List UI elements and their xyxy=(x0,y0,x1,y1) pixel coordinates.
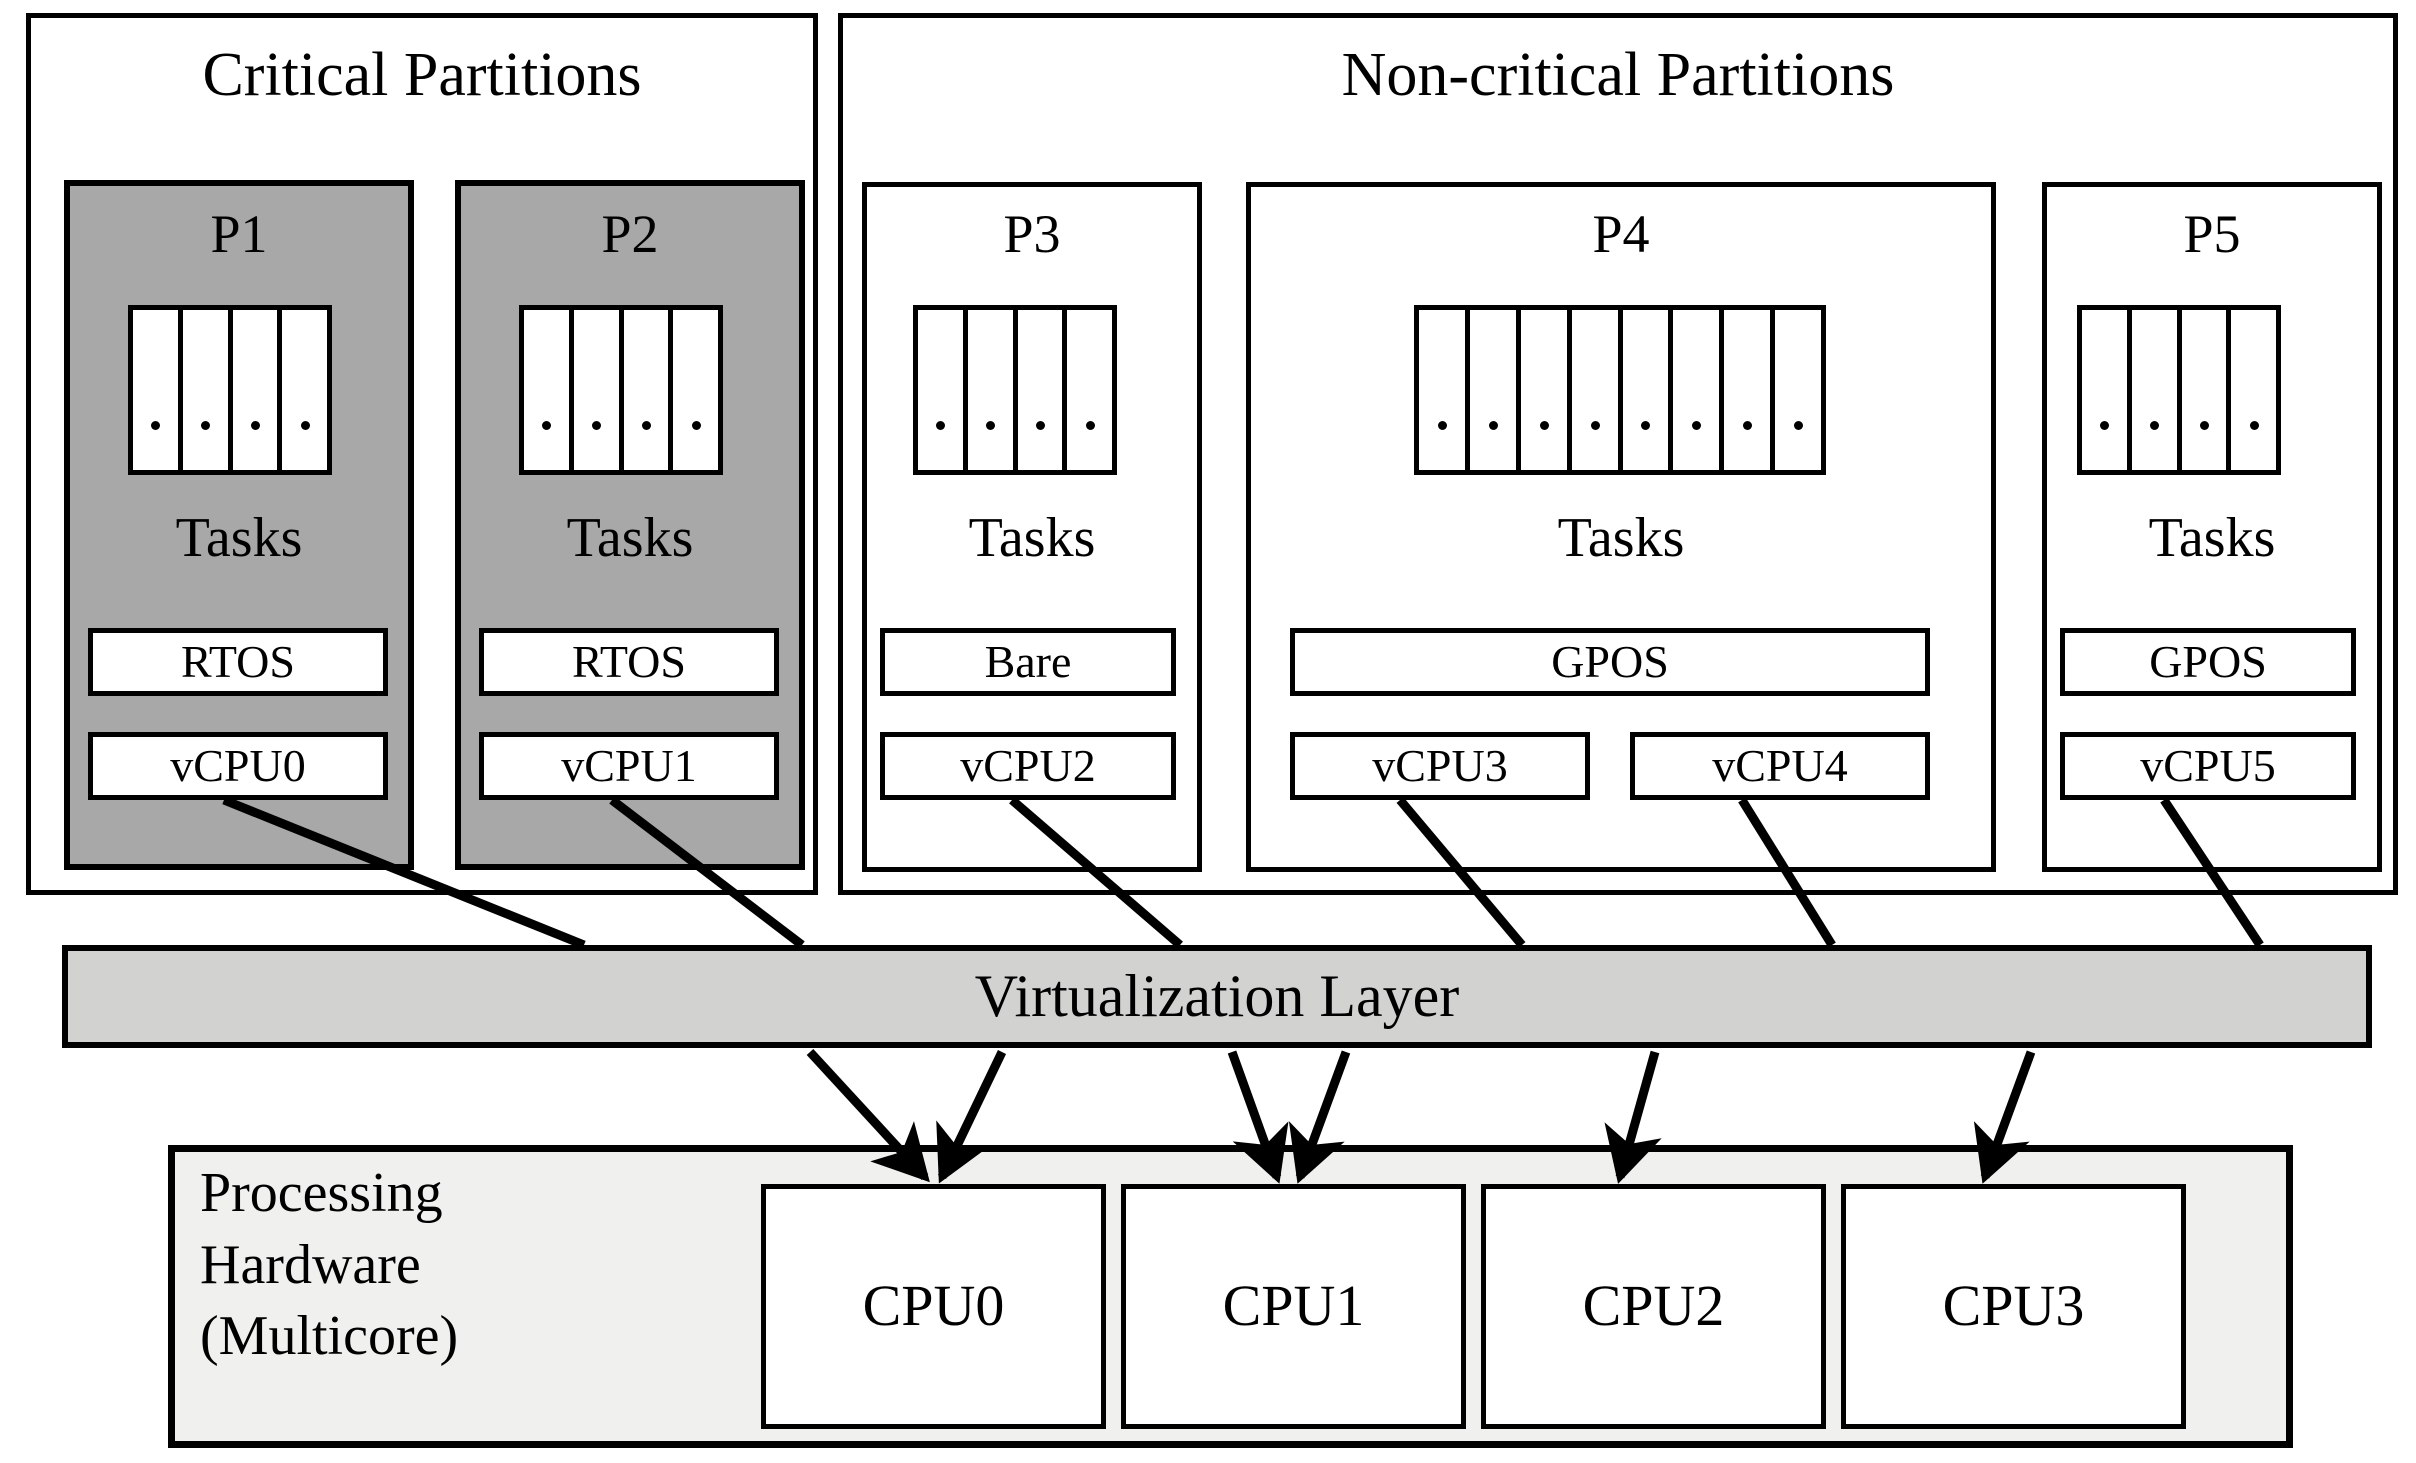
task-cell xyxy=(133,310,183,470)
partition-p2-tasks-label: Tasks xyxy=(566,506,694,569)
task-cell xyxy=(1571,310,1623,470)
task-cell xyxy=(967,310,1018,470)
partition-p4-tasks-label: Tasks xyxy=(1557,506,1685,569)
task-dot-icon xyxy=(1488,421,1498,431)
task-cell xyxy=(573,310,624,470)
partition-p2-os-label: RTOS xyxy=(572,635,686,687)
cpu2-box xyxy=(1481,1184,1826,1429)
task-cell xyxy=(1017,310,1068,470)
task-dot-icon xyxy=(1692,421,1702,431)
partition-p4-os-box xyxy=(1290,628,1930,696)
task-cell xyxy=(182,310,233,470)
task-dot-icon xyxy=(1035,421,1045,431)
cpu2-label: CPU2 xyxy=(1582,1273,1725,1339)
partition-p1-os-label: RTOS xyxy=(181,635,295,687)
task-dot-icon xyxy=(300,421,310,431)
task-cell xyxy=(1724,310,1776,470)
virtualization-layer-label: Virtualization Layer xyxy=(974,963,1460,1029)
noncritical-partitions-title: Non-critical Partitions xyxy=(1341,41,1895,110)
partition-p3-os-box xyxy=(880,628,1176,696)
partition-p1-os-box xyxy=(88,628,388,696)
cpu1-label: CPU1 xyxy=(1222,1273,1365,1339)
partition-p4-vcpu3-label: vCPU3 xyxy=(1372,739,1508,791)
critical-partitions-title: Critical Partitions xyxy=(202,41,642,110)
task-dot-icon xyxy=(201,421,211,431)
partition-p4-vcpu4-box xyxy=(1630,732,1930,800)
virtualization-layer xyxy=(62,945,2372,1048)
partition-p5-task-strip xyxy=(2077,305,2281,475)
partition-p4-vcpu4-label: vCPU4 xyxy=(1712,739,1848,791)
partition-p2-os-box xyxy=(479,628,779,696)
task-cell xyxy=(1775,310,1821,470)
partition-p1-vcpu0-label: vCPU0 xyxy=(170,739,306,791)
task-dot-icon xyxy=(1794,421,1804,431)
partition-p2-title: P2 xyxy=(601,203,659,264)
task-cell xyxy=(2181,310,2232,470)
task-cell xyxy=(2231,310,2276,470)
partition-p3-task-strip xyxy=(913,305,1117,475)
task-cell xyxy=(623,310,674,470)
task-cell xyxy=(1622,310,1674,470)
task-cell xyxy=(1520,310,1572,470)
task-dot-icon xyxy=(592,421,602,431)
partition-p3-os-label: Bare xyxy=(984,635,1072,687)
partition-p4-os-label: GPOS xyxy=(1551,635,1669,687)
task-dot-icon xyxy=(2100,421,2110,431)
partition-p3-vcpu2-label: vCPU2 xyxy=(960,739,1096,791)
partition-p5-tasks-label: Tasks xyxy=(2148,506,2276,569)
task-cell xyxy=(673,310,718,470)
task-dot-icon xyxy=(1437,421,1447,431)
partition-p2-vcpu1-box xyxy=(479,732,779,800)
partition-p4-title: P4 xyxy=(1592,203,1650,264)
task-dot-icon xyxy=(641,421,651,431)
task-cell xyxy=(1469,310,1521,470)
task-dot-icon xyxy=(2150,421,2160,431)
task-cell xyxy=(918,310,968,470)
cpu0-box xyxy=(761,1184,1106,1429)
task-cell xyxy=(524,310,574,470)
cpu3-label: CPU3 xyxy=(1942,1273,2085,1339)
cpu3-box xyxy=(1841,1184,2186,1429)
partition-p1-title: P1 xyxy=(210,203,268,264)
task-dot-icon xyxy=(691,421,701,431)
task-dot-icon xyxy=(1539,421,1549,431)
task-dot-icon xyxy=(2199,421,2209,431)
partition-p3-tasks-label: Tasks xyxy=(968,506,1096,569)
task-dot-icon xyxy=(2249,421,2259,431)
partition-p5-os-label: GPOS xyxy=(2149,635,2267,687)
processing-hardware-label: Processing Hardware (Multicore) xyxy=(200,1162,459,1368)
cpu1-box xyxy=(1121,1184,1466,1429)
task-dot-icon xyxy=(250,421,260,431)
task-cell xyxy=(2131,310,2182,470)
partition-p4-task-strip xyxy=(1414,305,1826,475)
partition-p2-task-strip xyxy=(519,305,723,475)
task-cell xyxy=(2082,310,2132,470)
task-cell xyxy=(1673,310,1725,470)
partition-p2-vcpu1-label: vCPU1 xyxy=(561,739,697,791)
partition-p1-tasks-label: Tasks xyxy=(175,506,303,569)
task-dot-icon xyxy=(986,421,996,431)
task-dot-icon xyxy=(936,421,946,431)
partition-p1-task-strip xyxy=(128,305,332,475)
partition-p5-vcpu5-box xyxy=(2060,732,2356,800)
task-cell xyxy=(1419,310,1470,470)
partition-p5-title: P5 xyxy=(2183,203,2241,264)
task-dot-icon xyxy=(1743,421,1753,431)
task-dot-icon xyxy=(1641,421,1651,431)
task-dot-icon xyxy=(1590,421,1600,431)
task-dot-icon xyxy=(542,421,552,431)
partition-p3-vcpu2-box xyxy=(880,732,1176,800)
task-cell xyxy=(282,310,327,470)
partition-p3-title: P3 xyxy=(1003,203,1061,264)
task-dot-icon xyxy=(151,421,161,431)
task-dot-icon xyxy=(1085,421,1095,431)
cpu0-label: CPU0 xyxy=(862,1273,1005,1339)
task-cell xyxy=(232,310,283,470)
partition-p5-os-box xyxy=(2060,628,2356,696)
task-cell xyxy=(1067,310,1112,470)
partition-p5-vcpu5-label: vCPU5 xyxy=(2140,739,2276,791)
